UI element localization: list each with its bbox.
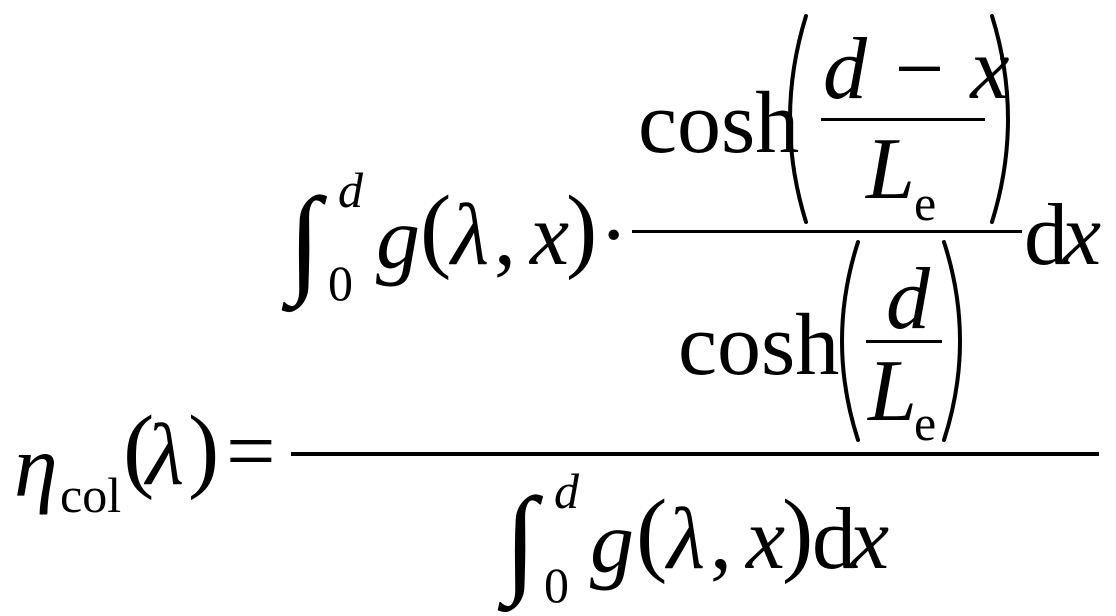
lhs-lambda: λ [146,407,185,504]
num-arg-close-paren: ) [566,177,598,281]
den-arg-open-paren: ( [636,481,668,585]
num-differential-x: x [1062,187,1102,284]
bottom-inner-denominator-subscript: e [914,395,937,451]
bottom-left-paren [840,240,860,442]
bottom-inner-denominator-L: L [868,343,917,440]
num-arg-open-paren: ( [420,177,452,281]
top-left-paren [788,14,808,224]
den-integral-lower-limit: 0 [544,557,569,613]
den-arg-close-paren: ) [782,481,814,585]
bottom-inner-fraction-bar [866,340,942,343]
num-arg-lambda: λ [451,187,490,284]
top-right-paren [990,14,1010,224]
top-inner-numerator: d − x [823,21,1010,118]
top-cosh-label: cosh [638,75,800,172]
num-integral-upper-limit: d [338,162,363,218]
lhs-open-paren: ( [123,397,155,501]
num-differential-d: d [1024,187,1068,284]
top-inner-denominator-L: L [866,121,915,218]
bottom-inner-numerator: d [886,251,930,348]
bottom-right-paren [942,240,962,442]
num-arg-comma: , [494,187,516,284]
main-fraction-bar [291,452,1099,456]
num-integral-sign: ∫ [288,173,321,306]
num-arg-x: x [530,187,570,284]
num-integral-lower-limit: 0 [328,255,353,311]
eta-subscript: col [60,467,122,523]
den-differential-d: d [812,491,856,588]
top-inner-fraction-bar [821,118,985,121]
eta-symbol: η [14,419,58,516]
den-arg-lambda: λ [667,491,706,588]
bottom-cosh-label: cosh [678,297,840,394]
top-inner-denominator-subscript: e [914,175,937,231]
lhs-close-paren: ) [188,397,220,501]
den-integral-sign: ∫ [504,473,537,606]
den-differential-x: x [850,491,890,588]
equals-sign: = [226,403,276,500]
den-integral-upper-limit: d [554,463,579,519]
inner-fraction-bar [632,230,1022,233]
multiplication-dot: · [599,187,629,284]
den-function-g: g [590,495,634,592]
den-arg-comma: , [710,491,732,588]
num-function-g: g [376,191,420,288]
den-arg-x: x [746,491,786,588]
